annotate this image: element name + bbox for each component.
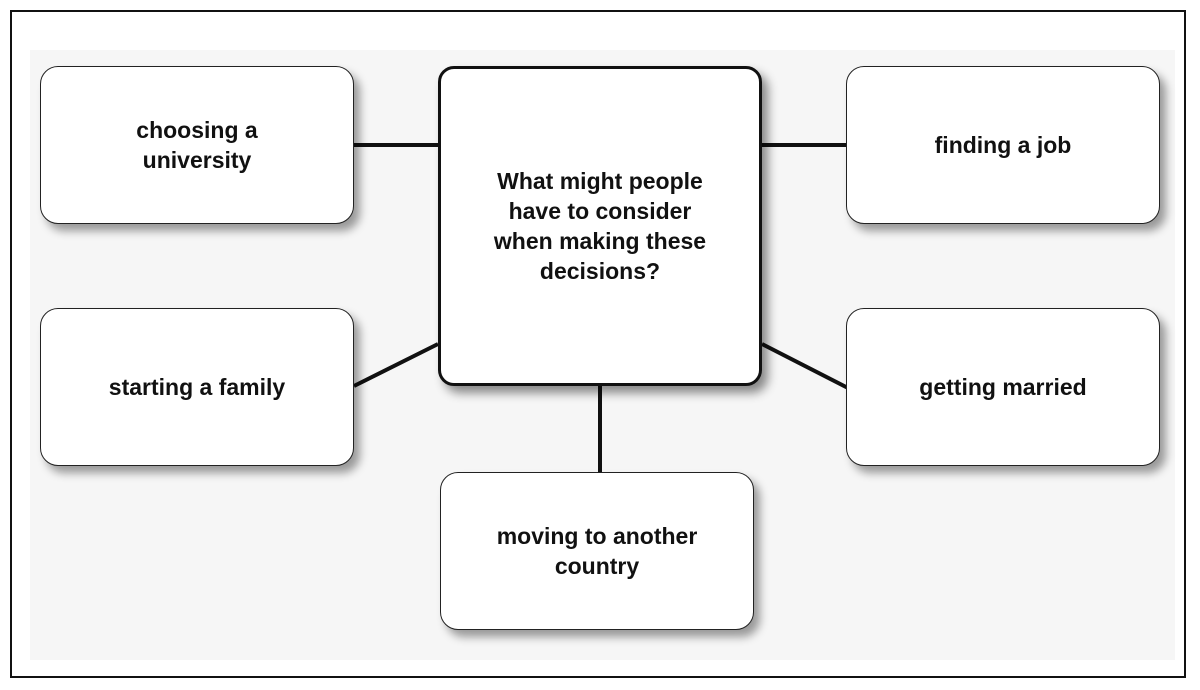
connector-family bbox=[353, 342, 439, 388]
node-choosing-university: choosing a university bbox=[40, 66, 354, 224]
node-starting-family-label: starting a family bbox=[108, 374, 286, 400]
center-question-node: What might people have to consider when … bbox=[438, 66, 762, 386]
node-getting-married-label: getting married bbox=[919, 374, 1087, 400]
node-moving-country: moving to another country bbox=[440, 472, 754, 630]
node-starting-family: starting a family bbox=[40, 308, 354, 466]
center-question-label: What might people have to consider when … bbox=[493, 168, 707, 284]
node-moving-country-label: moving to another country bbox=[496, 523, 698, 579]
node-finding-job: finding a job bbox=[846, 66, 1160, 224]
node-finding-job-label: finding a job bbox=[934, 132, 1072, 158]
connector-married bbox=[761, 342, 849, 390]
node-choosing-university-label: choosing a university bbox=[136, 117, 258, 173]
node-getting-married: getting married bbox=[846, 308, 1160, 466]
